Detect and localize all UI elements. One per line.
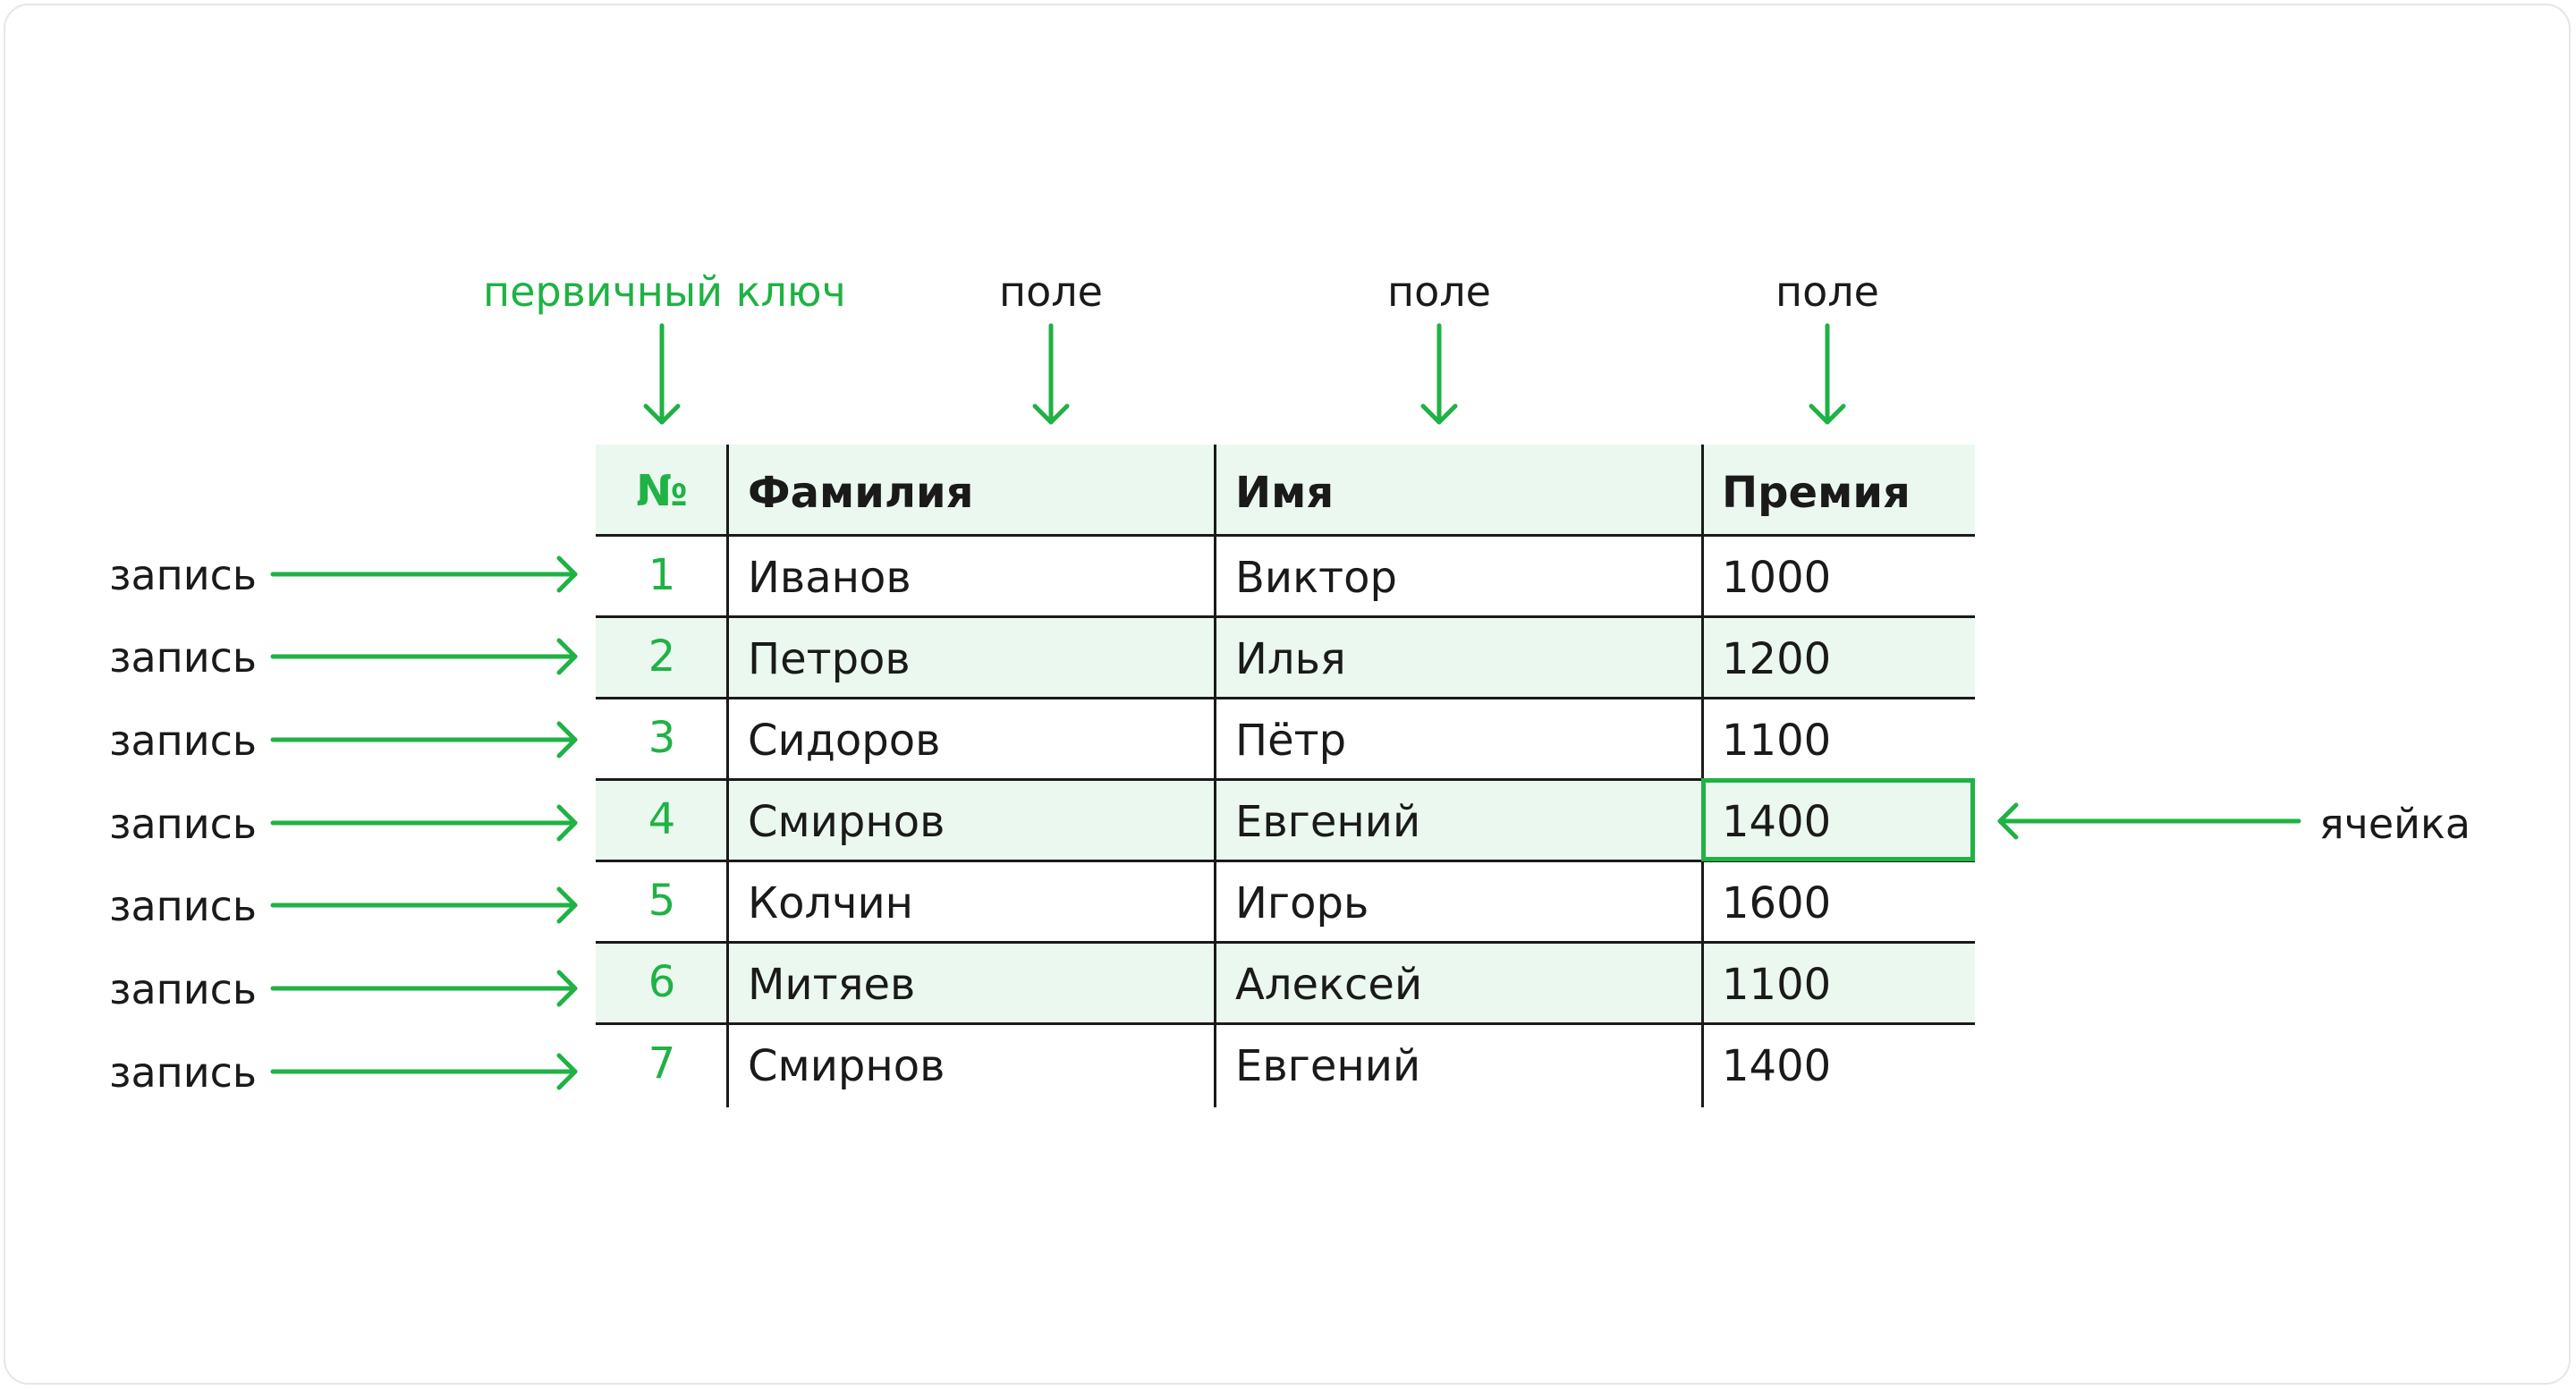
table-divider [596,778,1975,781]
table-cell: 3 [648,713,676,763]
highlighted-cell-frame [1701,778,1975,861]
table-cell: 4 [648,794,676,844]
table-cell: Колчин [748,878,914,928]
table-cell: 1000 [1722,553,1832,603]
table-cell: Иванов [748,553,911,603]
table-cell: Петров [748,634,911,684]
table-cell: 1100 [1722,960,1832,1010]
table-cell: 6 [648,957,676,1007]
table-divider [596,860,1975,862]
table-cell: Смирнов [748,797,945,847]
arrow-right-icon [270,886,578,924]
record-label: запись [109,716,258,765]
header-cell-surname: Фамилия [748,468,974,518]
field-label-bonus: поле [1775,267,1879,316]
table-cell: Игорь [1235,878,1369,928]
record-label: запись [109,882,258,930]
table-cell: Илья [1235,634,1346,684]
table-cell: 1100 [1722,716,1832,766]
arrow-down-icon [1420,323,1458,425]
table-divider [596,615,1975,618]
table-cell: Смирнов [748,1041,945,1091]
header-cell-bonus: Премия [1722,468,1911,518]
header-band [596,445,1975,535]
table-cell: 1600 [1722,878,1832,928]
highlighted-cell: 1400 [1722,797,1832,847]
arrow-right-icon [270,638,578,675]
table-cell: Евгений [1235,797,1421,847]
table-cell: 1400 [1722,1041,1832,1091]
record-label: запись [109,965,258,1013]
table-cell: 5 [648,876,676,926]
arrow-right-icon [270,555,578,593]
table-divider [596,534,1975,537]
row-band-6 [596,942,1975,1022]
row-band-2 [596,617,1975,698]
field-label-name: поле [1387,267,1491,316]
field-label-surname: поле [999,267,1103,316]
column-divider [1701,445,1704,1107]
table-cell: Алексей [1235,960,1423,1010]
table-cell: 7 [648,1038,676,1089]
arrow-down-icon [1809,323,1846,425]
table-cell: 1200 [1722,634,1832,684]
record-label: запись [109,1048,258,1097]
arrow-left-icon [1997,802,2301,840]
header-cell-number: № [636,466,688,516]
record-label: запись [109,551,258,599]
table-cell: Митяев [748,960,916,1010]
table-cell: 2 [648,631,676,682]
arrow-right-icon [270,1053,578,1090]
cell-label: ячейка [2319,800,2471,848]
table-cell: Сидоров [748,716,941,766]
column-divider [726,445,729,1107]
arrow-down-icon [643,323,681,425]
arrow-down-icon [1032,323,1070,425]
column-divider [1214,445,1216,1107]
table-divider [596,941,1975,944]
record-label: запись [109,800,258,848]
arrow-right-icon [270,721,578,759]
table-divider [596,1022,1975,1025]
primary-key-label: первичный ключ [483,267,846,316]
table-cell: Виктор [1235,553,1397,603]
arrow-right-icon [270,970,578,1007]
record-label: запись [109,633,258,682]
table-cell: Евгений [1235,1041,1421,1091]
table-cell: Пётр [1235,716,1347,766]
row-band-4 [596,780,1975,860]
header-cell-name: Имя [1235,468,1335,518]
arrow-right-icon [270,804,578,842]
table-divider [596,697,1975,699]
table-cell: 1 [648,550,676,600]
